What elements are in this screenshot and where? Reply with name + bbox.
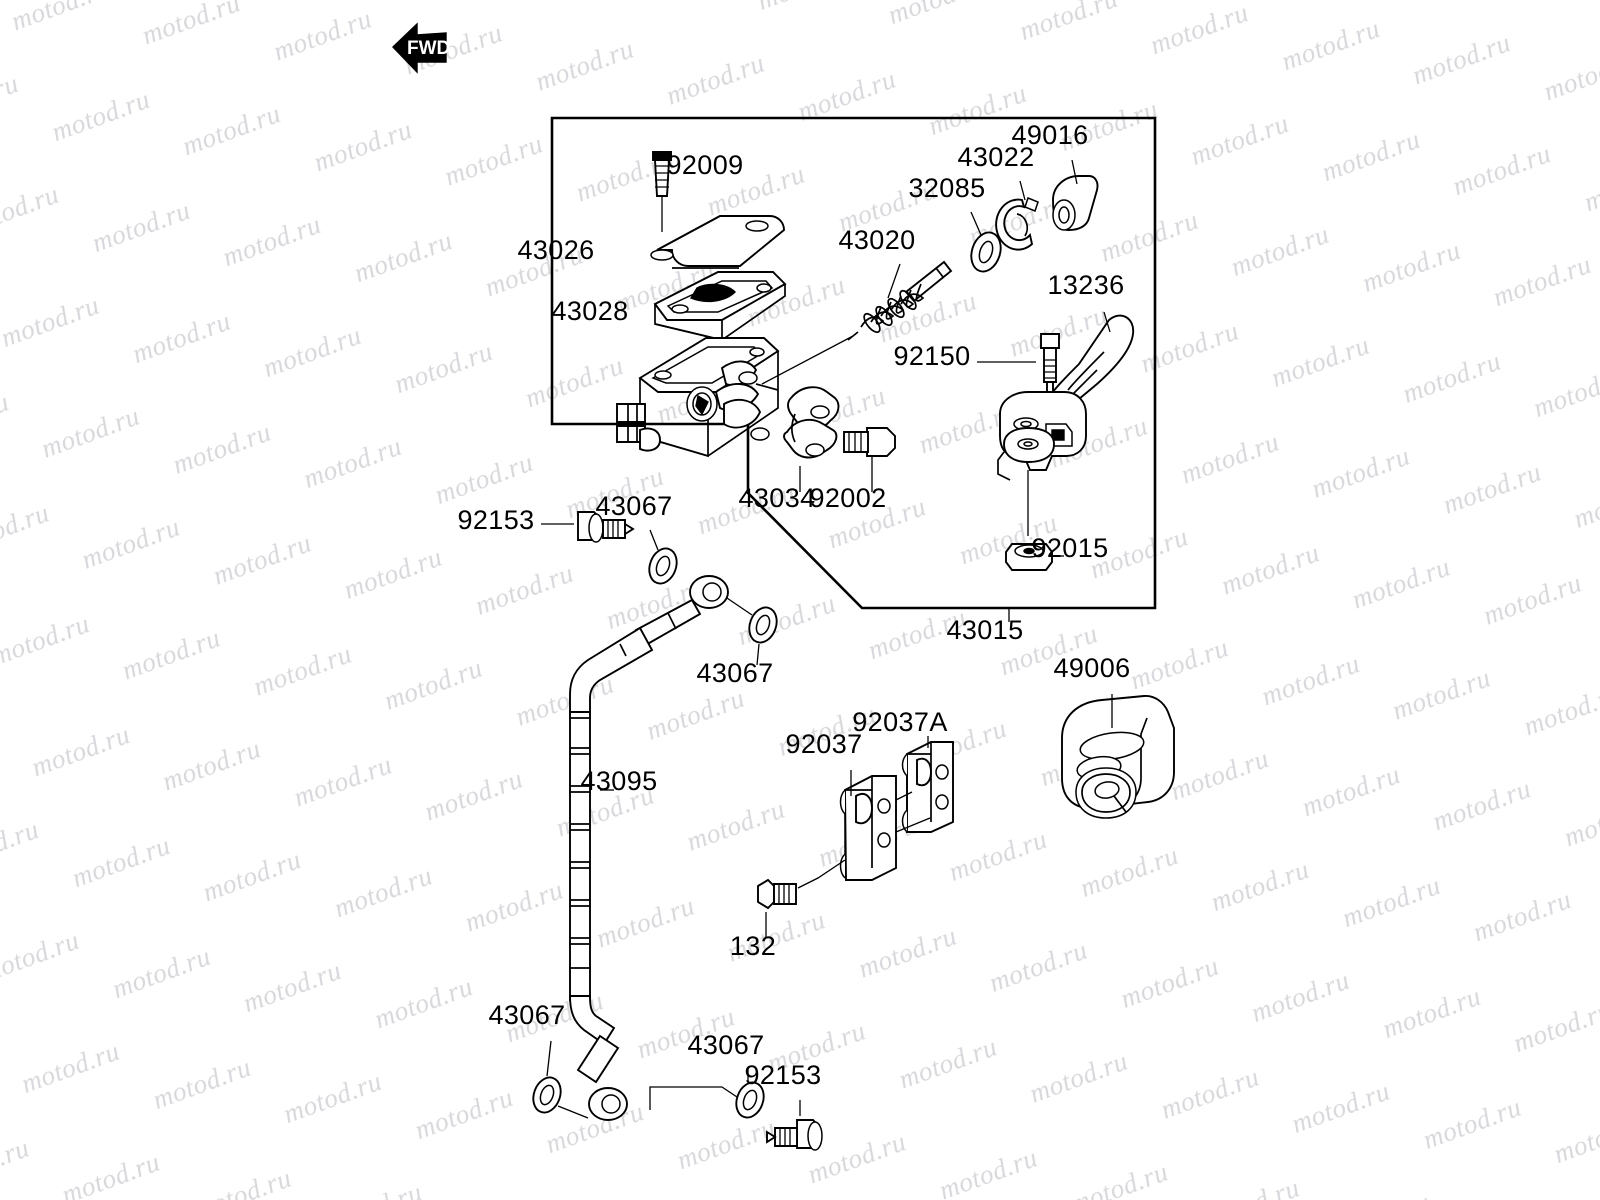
fwd-arrow-icon: FWD — [392, 22, 450, 74]
part-43067-washer-lower-1 — [532, 1040, 589, 1119]
svg-text:FWD: FWD — [407, 38, 450, 59]
part-label-13236: 13236 — [1047, 270, 1124, 300]
part-43034-clamp-holder — [783, 386, 840, 492]
part-label-43026: 43026 — [517, 235, 594, 265]
part-label-92153a: 92153 — [457, 505, 534, 535]
part-label-92002: 92002 — [809, 483, 886, 513]
part-label-132: 132 — [730, 931, 776, 961]
label-group: 9200943026430284302032085430224901613236… — [457, 120, 1130, 1090]
master-cylinder-body — [616, 337, 780, 458]
part-label-43095: 43095 — [580, 766, 657, 796]
part-43028-diaphragm — [653, 271, 787, 342]
part-43022-circlip — [995, 180, 1039, 251]
part-label-43067d: 43067 — [687, 1030, 764, 1060]
part-43067-washer-upper-2 — [723, 595, 778, 666]
part-label-92150: 92150 — [893, 341, 970, 371]
part-label-32085: 32085 — [908, 173, 985, 203]
lever-perch — [997, 391, 1087, 536]
part-label-43067a: 43067 — [595, 491, 672, 521]
part-92037a-clamp — [895, 736, 954, 833]
part-label-92037: 92037 — [785, 729, 862, 759]
part-43026-cap — [650, 215, 785, 269]
part-label-92009: 92009 — [666, 150, 743, 180]
part-132-screw — [757, 859, 846, 938]
part-49006-grip-boot — [1061, 694, 1175, 819]
part-label-92037A: 92037A — [852, 707, 948, 737]
part-49016-dust-boot — [1052, 159, 1099, 231]
part-92153-banjo-bolt-lower — [766, 1100, 823, 1151]
part-label-49016: 49016 — [1011, 120, 1088, 150]
part-label-43067c: 43067 — [488, 1000, 565, 1030]
part-43067-washer-upper-1 — [648, 529, 678, 585]
part-label-43015: 43015 — [946, 615, 1023, 645]
part-label-43067b: 43067 — [696, 658, 773, 688]
part-92037-clamp — [839, 770, 897, 881]
part-label-92015: 92015 — [1031, 533, 1108, 563]
part-label-43028: 43028 — [551, 296, 628, 326]
part-label-92153b: 92153 — [744, 1060, 821, 1090]
part-label-43020: 43020 — [838, 225, 915, 255]
part-label-49006: 49006 — [1053, 653, 1130, 683]
part-label-43034: 43034 — [738, 483, 815, 513]
